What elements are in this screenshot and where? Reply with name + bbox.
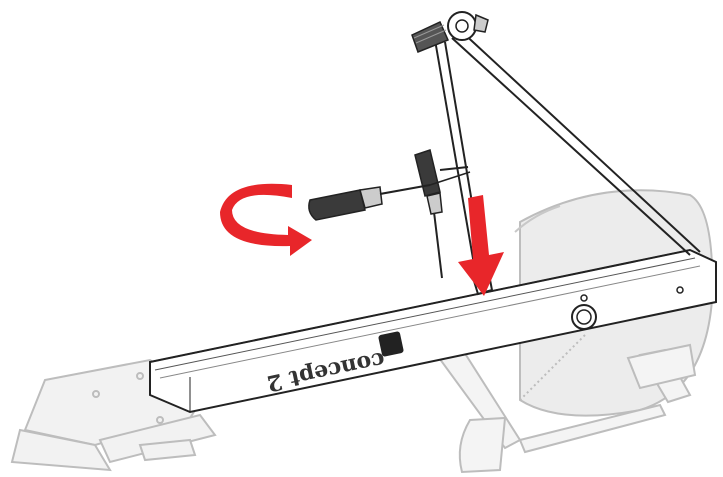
monorail-beam — [149, 248, 717, 414]
short-screwdriver — [308, 171, 471, 221]
brand-logo-block — [378, 331, 404, 357]
seat-roller-top — [411, 11, 489, 53]
down-arrow-icon — [458, 195, 504, 296]
rotate-arrow-icon — [220, 183, 312, 256]
long-screwdriver — [414, 149, 469, 279]
monorail-knob — [571, 294, 597, 330]
